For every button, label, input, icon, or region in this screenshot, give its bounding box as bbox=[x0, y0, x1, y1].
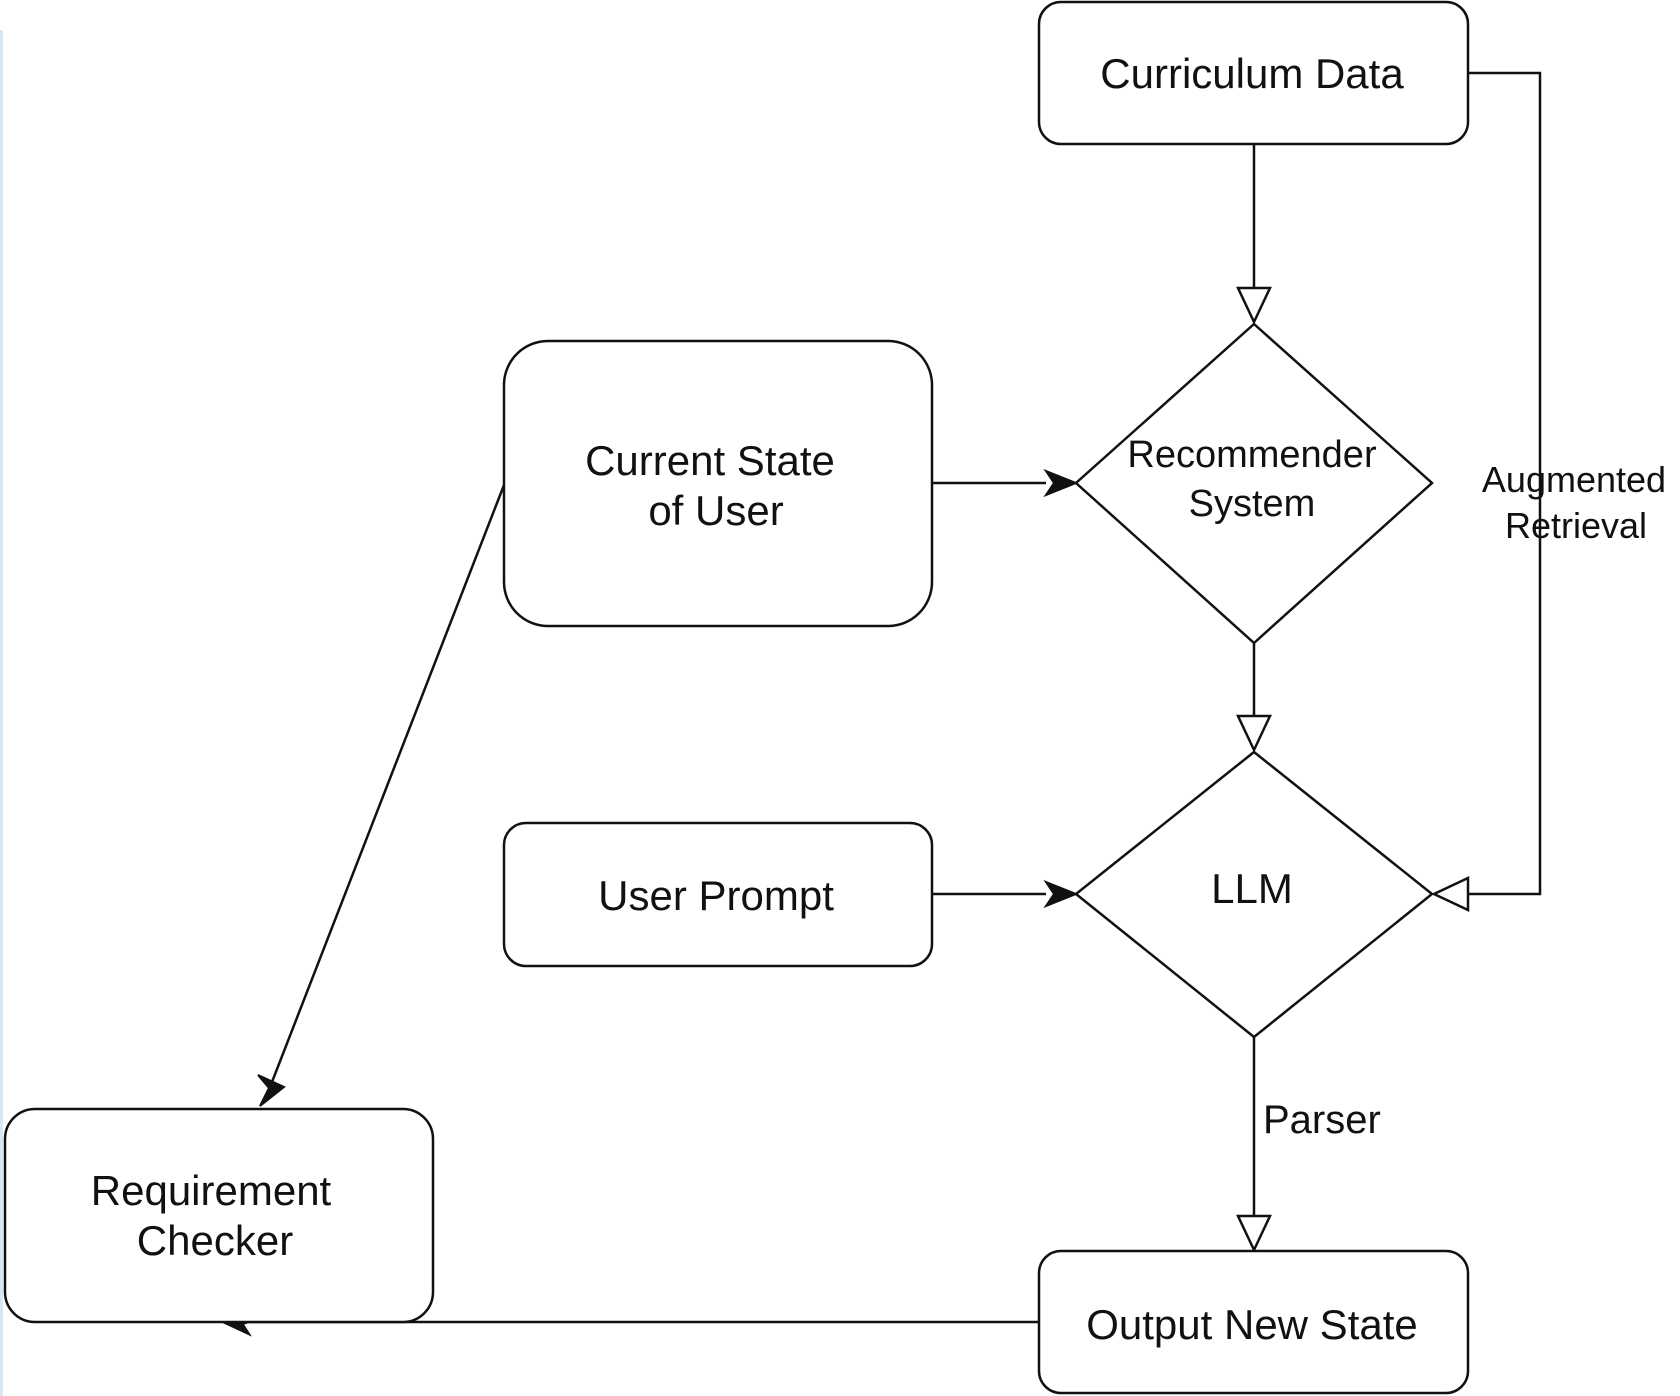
node-curriculum-data-label: Curriculum Data bbox=[1100, 50, 1404, 97]
node-curriculum-data: Curriculum Data bbox=[1037, 0, 1470, 146]
edge-current-state-to-recommender bbox=[932, 468, 1079, 498]
edge-curriculum-to-llm-augmented-retrieval bbox=[1431, 71, 1542, 912]
node-output-new-state: Output New State bbox=[1037, 1249, 1470, 1395]
edge-output-to-requirement-checker bbox=[221, 1320, 1039, 1337]
edge-label-augmented-retrieval: Augmented Retrieval bbox=[1482, 459, 1666, 546]
edge-user-prompt-to-llm bbox=[932, 879, 1079, 909]
node-recommender-system: Recommender System bbox=[1074, 322, 1434, 645]
node-recommender-label-line2: System bbox=[1189, 483, 1316, 525]
node-llm-label: LLM bbox=[1211, 865, 1293, 912]
node-llm: LLM bbox=[1073, 750, 1435, 1039]
edge-label-augmented-retrieval-line2: Retrieval bbox=[1505, 505, 1647, 546]
edge-recommender-to-llm bbox=[1236, 643, 1272, 753]
edge-label-augmented-retrieval-line1: Augmented bbox=[1482, 459, 1666, 500]
edge-label-parser-text: Parser bbox=[1263, 1098, 1381, 1142]
node-current-state-of-user: Current State of User bbox=[502, 339, 934, 628]
edge-label-parser: Parser bbox=[1263, 1098, 1381, 1142]
node-current-state-label-line2: of User bbox=[648, 487, 783, 534]
edge-curriculum-to-recommender bbox=[1236, 145, 1272, 325]
node-current-state-label-line1: Current State bbox=[585, 437, 835, 484]
node-requirement-checker-label-line1: Requirement bbox=[91, 1167, 332, 1214]
edge-llm-to-output-parser bbox=[1236, 1037, 1272, 1253]
node-requirement-checker-label-line2: Checker bbox=[137, 1217, 293, 1264]
node-output-new-state-label: Output New State bbox=[1086, 1301, 1418, 1348]
edge-current-state-to-requirement-checker bbox=[257, 484, 506, 1107]
node-user-prompt: User Prompt bbox=[502, 821, 934, 968]
node-requirement-checker: Requirement Checker bbox=[3, 1107, 435, 1324]
node-recommender-label-line1: Recommender bbox=[1127, 434, 1377, 476]
node-user-prompt-label: User Prompt bbox=[598, 872, 834, 919]
left-edge-accent bbox=[0, 30, 3, 1396]
